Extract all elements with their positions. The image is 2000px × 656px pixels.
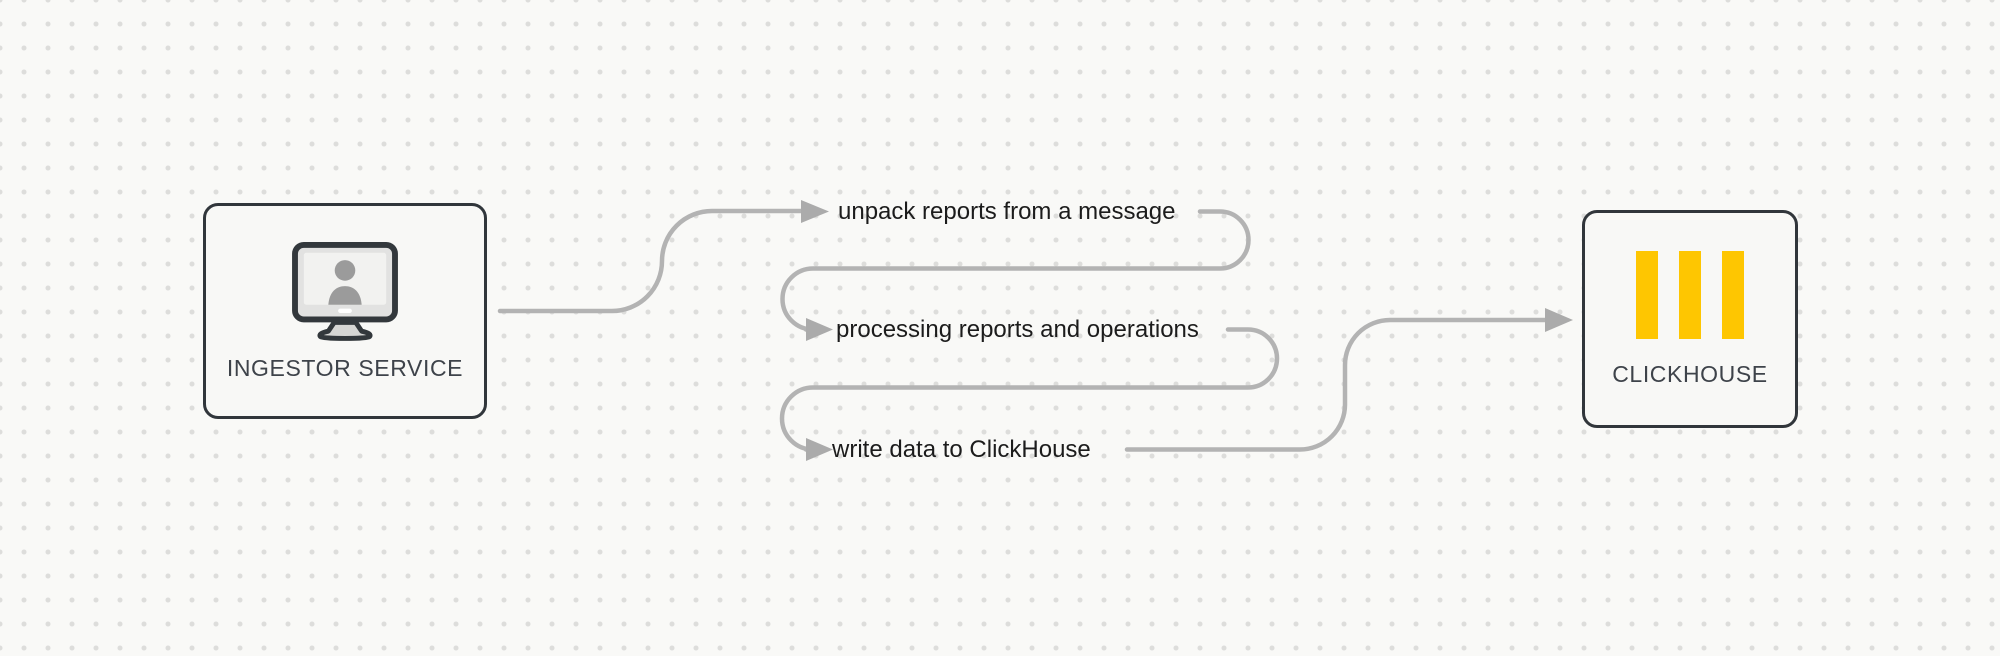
- node-ingestor-label: INGESTOR SERVICE: [226, 354, 464, 381]
- clickhouse-logo-icon: [1636, 250, 1744, 339]
- arrowhead-icon: [1545, 308, 1573, 332]
- arrowhead-icon: [801, 200, 829, 223]
- node-ingestor-service[interactable]: INGESTOR SERVICE: [203, 203, 487, 419]
- step-label-3: write data to ClickHouse: [832, 436, 1091, 463]
- node-clickhouse-label: CLICKHOUSE: [1612, 360, 1768, 387]
- arrowhead-icon: [806, 438, 833, 461]
- connector-step1-to-step2: [780, 209, 1251, 332]
- connector-step2-to-step3: [779, 327, 1280, 452]
- connector-ingestor-to-step1: [497, 208, 804, 314]
- monitor-user-icon: [292, 241, 398, 341]
- arrowhead-icon: [806, 318, 833, 341]
- step-label-2: processing reports and operations: [836, 316, 1199, 343]
- step-label-1: unpack reports from a message: [838, 198, 1176, 225]
- node-clickhouse[interactable]: CLICKHOUSE: [1582, 210, 1798, 428]
